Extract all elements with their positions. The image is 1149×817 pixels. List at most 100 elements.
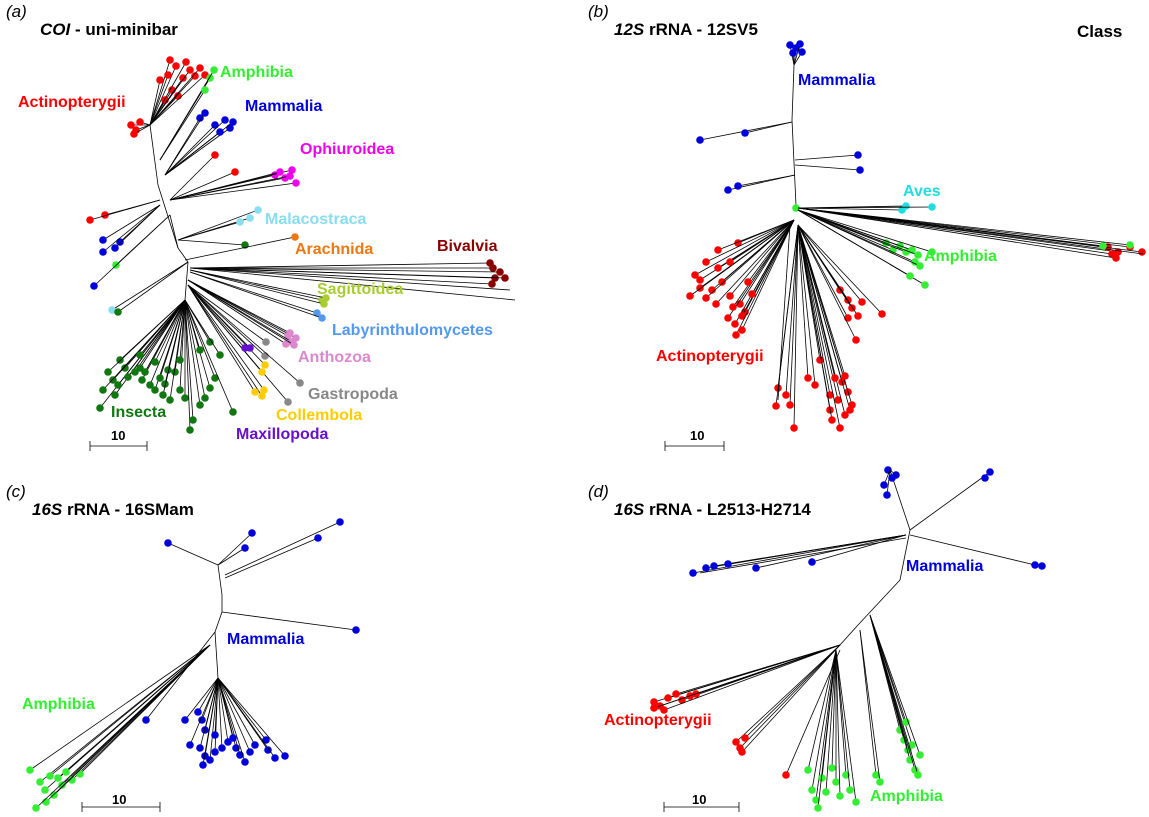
tree-branch	[184, 299, 221, 356]
tip-marker	[241, 544, 249, 552]
panel-b-gene: 12S	[614, 20, 645, 39]
tree-branch	[189, 271, 318, 314]
tree-branch	[187, 284, 301, 384]
tip-marker	[290, 341, 298, 349]
tree-branch	[149, 79, 161, 126]
tree-branch	[169, 182, 297, 201]
tip-marker	[888, 474, 896, 482]
tip-marker	[181, 394, 189, 402]
tip-marker	[261, 361, 269, 369]
tree-branch	[154, 299, 186, 363]
tip-marker	[156, 374, 164, 382]
tree-branch	[705, 219, 795, 263]
tip-marker	[708, 286, 716, 294]
tip-marker	[782, 771, 790, 779]
tree-branch	[139, 299, 186, 369]
tip-marker	[254, 206, 262, 214]
tree-branch	[187, 279, 291, 334]
tip-marker	[236, 218, 244, 226]
tree-branch	[825, 649, 837, 793]
tip-marker	[804, 374, 812, 382]
tip-marker	[808, 786, 816, 794]
panel-c-letter: (c)	[6, 482, 26, 501]
tree-branch	[797, 206, 933, 209]
tree-branch	[189, 269, 325, 305]
tree-branch	[177, 209, 259, 241]
tree-branch	[835, 649, 851, 791]
tree-branch	[177, 221, 241, 241]
tree-branch	[164, 124, 216, 176]
tip-marker	[104, 368, 112, 376]
tip-marker	[320, 300, 328, 308]
tree-branch	[149, 65, 177, 126]
tip-marker	[811, 381, 819, 389]
tree-branch	[189, 269, 323, 301]
tip-marker	[90, 282, 98, 290]
tip-marker	[714, 264, 722, 272]
tree-branch	[49, 644, 211, 777]
tip-marker	[108, 306, 116, 314]
tip-marker	[181, 716, 189, 724]
tip-marker	[141, 368, 149, 376]
tree-branch	[139, 299, 186, 356]
tree-branch	[741, 219, 795, 331]
tip-marker	[216, 351, 224, 359]
tip-marker	[241, 758, 249, 766]
tree-branch	[727, 534, 907, 565]
tree-branch	[187, 284, 263, 397]
tip-marker	[116, 238, 124, 246]
tip-marker	[1038, 562, 1046, 570]
tip-marker	[714, 246, 722, 254]
tip-marker	[883, 491, 891, 499]
tip-marker	[114, 381, 122, 389]
tip-marker	[276, 168, 284, 176]
tip-marker	[731, 320, 739, 328]
tree-branch	[167, 542, 219, 566]
tip-marker	[986, 468, 994, 476]
scale-bar-label: 10	[692, 792, 707, 807]
tip-marker	[136, 351, 144, 359]
tree-branch	[149, 74, 206, 126]
tree-branch	[793, 224, 799, 429]
tip-marker	[196, 401, 204, 409]
tip-marker	[686, 292, 694, 300]
tip-marker	[878, 310, 886, 318]
tip-marker	[1126, 241, 1134, 249]
tree-branch	[857, 579, 901, 626]
tree-branch	[755, 534, 907, 569]
tip-marker	[726, 292, 734, 300]
tip-marker	[151, 386, 159, 394]
tree-branch	[794, 154, 859, 161]
tip-marker	[732, 331, 740, 339]
tree-branch	[169, 171, 236, 201]
tip-marker	[1099, 242, 1107, 250]
tree-branch	[797, 209, 933, 253]
tip-marker	[724, 186, 732, 194]
tip-marker	[264, 746, 272, 754]
tip-marker	[161, 380, 169, 388]
tree-branch	[224, 537, 319, 579]
tree-branch	[89, 199, 161, 221]
tip-marker	[210, 66, 218, 74]
tree-branch	[224, 521, 341, 576]
tree-branch	[785, 224, 799, 396]
tip-marker	[199, 761, 207, 769]
tree-branch	[187, 284, 256, 393]
panel-a-gene: COI	[40, 20, 71, 39]
tree-branch	[189, 267, 506, 279]
tip-marker	[914, 251, 922, 259]
tip-marker	[834, 396, 842, 404]
tree-branch	[184, 261, 189, 301]
tree-branch	[187, 279, 295, 346]
tip-marker	[211, 151, 219, 159]
tip-marker	[691, 271, 699, 279]
tip-marker	[196, 346, 204, 354]
tree-branch	[729, 219, 795, 297]
tip-marker	[822, 788, 830, 796]
panel-a-title: COI - uni-minibar	[40, 20, 178, 40]
tree-branch	[169, 154, 216, 201]
taxon-label: Amphibia	[22, 696, 95, 713]
tree-branch	[791, 64, 795, 121]
tip-marker	[164, 71, 172, 79]
